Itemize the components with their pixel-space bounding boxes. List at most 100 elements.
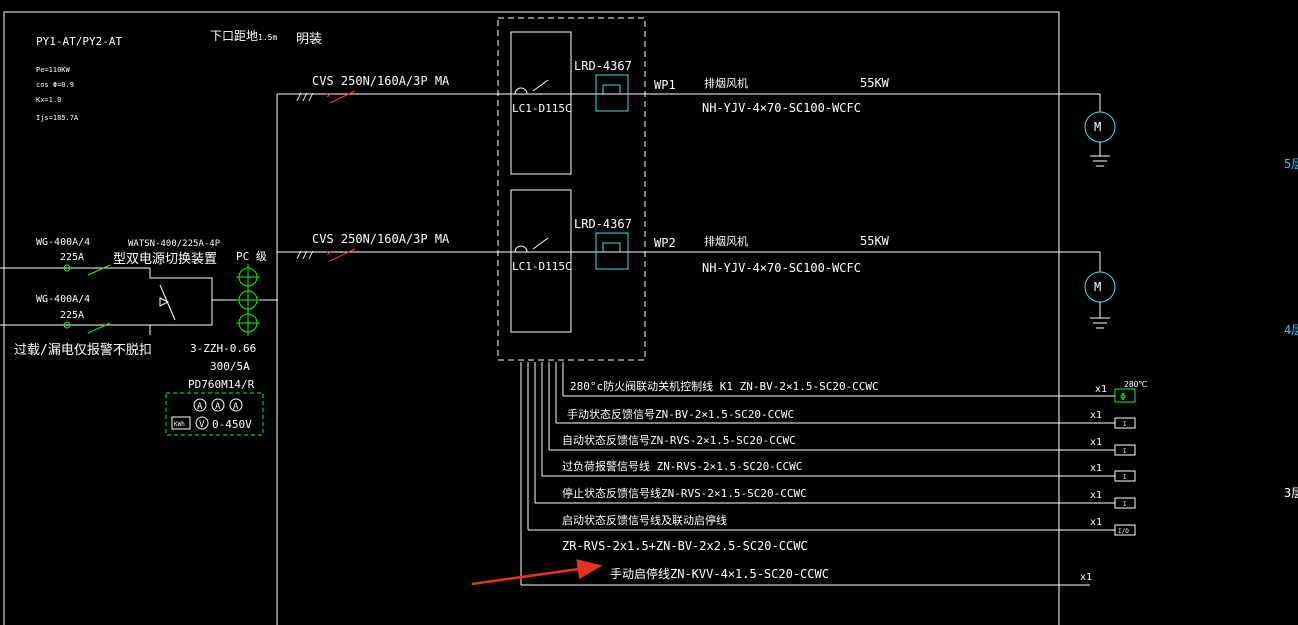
branch2-contactor-arc xyxy=(514,245,528,253)
branch2-relay xyxy=(595,232,629,270)
kwh-meter: KWh xyxy=(174,421,185,428)
param-ijs: Ijs=185.7A xyxy=(36,114,79,122)
ct-model: 3-ZZH-0.66 xyxy=(190,342,256,355)
branch1-cable: NH-YJV-4×70-SC100-WCFC xyxy=(702,101,861,115)
ct-ratio: 300/5A xyxy=(210,360,250,373)
branch2-cable: NH-YJV-4×70-SC100-WCFC xyxy=(702,261,861,275)
branch1-breaker-x: × xyxy=(326,91,331,101)
terminal-box-4-symbol: I xyxy=(1123,474,1127,481)
switch2-model: WG-400A/4 xyxy=(36,294,90,305)
branch1-slash: /// xyxy=(296,92,314,103)
motor1-ground-icon xyxy=(1090,142,1110,167)
control-line-1-qty: x1 xyxy=(1095,384,1107,395)
voltmeter-v: V xyxy=(199,420,205,430)
control-line-6-qty: x1 xyxy=(1090,517,1102,528)
mount-height: 下口距地 xyxy=(210,29,258,43)
ammeter-a3: A xyxy=(233,402,239,412)
terminal-box-2 xyxy=(1114,417,1136,429)
ats-label: 型双电源切换装置 xyxy=(113,252,217,267)
terminal-box-3 xyxy=(1114,444,1136,456)
ats-model: WATSN-400/225A-4P xyxy=(128,239,221,249)
motor2-ground-icon xyxy=(1090,302,1110,329)
switch1-model: WG-400A/4 xyxy=(36,237,90,248)
floor-label-4: 4层 xyxy=(1284,323,1298,337)
ats-arrow xyxy=(159,297,170,307)
fire-damper-temp: 280℃ xyxy=(1124,380,1147,389)
switch-blade-1 xyxy=(87,264,111,276)
branch1-contactor-arc xyxy=(514,87,528,95)
panel-id: PY1-AT/PY2-AT xyxy=(36,35,122,48)
fire-damper-symbol: Φ xyxy=(1120,392,1126,403)
control-line-2-qty: x1 xyxy=(1090,410,1102,421)
summary-cable: ZR-RVS-2x1.5+ZN-BV-2x2.5-SC20-CCWC xyxy=(562,539,808,553)
switch2-rating: 225A xyxy=(60,310,84,321)
current-transformer xyxy=(236,264,260,336)
fire-damper-box xyxy=(1114,388,1136,403)
branch2-breaker: CVS 250N/160A/3P MA xyxy=(312,232,450,246)
terminal-box-5 xyxy=(1114,497,1136,509)
branch2-contactor-blade xyxy=(532,237,549,250)
control-line-4-qty: x1 xyxy=(1090,463,1102,474)
terminal-box-5-symbol: I xyxy=(1123,501,1127,508)
meter-range: 0-450V xyxy=(212,418,252,431)
control-line-6-label: 启动状态反馈信号线及联动启停线 xyxy=(562,513,727,527)
branch2-load: 排烟风机 xyxy=(704,234,748,248)
floor-label-5: 5层 xyxy=(1284,157,1298,171)
branch2-power: 55KW xyxy=(860,234,890,248)
switch1-rating: 225A xyxy=(60,252,84,263)
ammeter-a2: A xyxy=(215,402,221,412)
terminal-box-2-symbol: I xyxy=(1123,421,1127,428)
branch2-circuit: WP2 xyxy=(654,236,676,250)
branch2-contactor: LC1-D115C xyxy=(512,260,572,273)
param-pe: Pe=110KW xyxy=(36,66,71,74)
manual-line-label: 手动启停线ZN-KVV-4×1.5-SC20-CCWC xyxy=(610,566,829,581)
starter-box-2 xyxy=(510,189,572,333)
control-cabinet xyxy=(497,17,646,361)
control-bus xyxy=(520,362,564,585)
ats-box xyxy=(149,268,213,335)
control-line-5-label: 停止状态反馈信号线ZN-RVS-2×1.5-SC20-CCWC xyxy=(562,486,807,500)
switch-blade-2 xyxy=(87,322,111,334)
control-line-2-label: 手动状态反馈信号ZN-BV-2×1.5-SC20-CCWC xyxy=(567,407,794,421)
terminal-box-6-symbol: I/O xyxy=(1118,528,1129,535)
control-line-5-qty: x1 xyxy=(1090,490,1102,501)
branch1-power: 55KW xyxy=(860,76,890,90)
branch1-circuit: WP1 xyxy=(654,78,676,92)
param-kx: Kx=1.0 xyxy=(36,96,61,104)
control-horizontals xyxy=(521,395,1115,586)
mount-height-unit: 1.5m xyxy=(258,33,277,42)
control-line-3-qty: x1 xyxy=(1090,437,1102,448)
terminal-box-4 xyxy=(1114,470,1136,482)
branch1-contactor: LC1-D115C xyxy=(512,102,572,115)
panel-frame xyxy=(3,11,1060,625)
branch1-contactor-blade xyxy=(532,79,549,92)
meter-model: PD760M14/R xyxy=(188,378,255,391)
branch1-load: 排烟风机 xyxy=(704,76,748,90)
ammeter-a1: A xyxy=(197,402,203,412)
annotation-arrow xyxy=(471,559,603,586)
param-cos: cos Φ=0.9 xyxy=(36,81,74,89)
branch2-slash: /// xyxy=(296,250,314,261)
branch1-relay-model: LRD-4367 xyxy=(574,59,632,73)
switch-terminal-2 xyxy=(63,321,71,329)
branch2-breaker-blade xyxy=(329,248,356,262)
switch-terminal-1 xyxy=(63,264,71,272)
terminal-box-3-symbol: I xyxy=(1123,448,1127,455)
motor2-symbol: M xyxy=(1094,280,1101,294)
install-type: 明装 xyxy=(296,32,322,47)
control-line-3-label: 自动状态反馈信号ZN-RVS-2×1.5-SC20-CCWC xyxy=(562,433,796,447)
branch1-relay-element xyxy=(602,84,621,94)
terminal-box-6 xyxy=(1114,524,1136,536)
pc-label: PC 级 xyxy=(236,250,267,263)
branch2-breaker-x: × xyxy=(326,249,331,259)
floor-label-3: 3层 xyxy=(1284,486,1298,500)
manual-line-qty: x1 xyxy=(1080,572,1092,583)
ammeter-icons xyxy=(171,398,243,430)
branch1-breaker-blade xyxy=(329,90,356,104)
control-line-1-label: 280°c防火阀联动关机控制线 K1 ZN-BV-2×1.5-SC20-CCWC xyxy=(570,379,879,393)
branch1-relay xyxy=(595,74,629,112)
motor1-symbol: M xyxy=(1094,120,1101,134)
branch1-breaker: CVS 250N/160A/3P MA xyxy=(312,74,450,88)
starter-box-1 xyxy=(510,31,572,175)
